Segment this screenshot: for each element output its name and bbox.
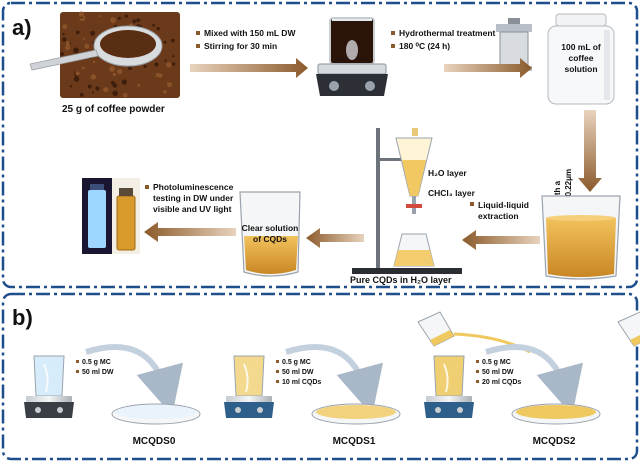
sample-line: 50 ml DW [82, 369, 114, 376]
stirrer-icon [224, 355, 274, 418]
filtered-solution-beaker-icon [541, 195, 621, 280]
sample-line: 50 ml DW [482, 369, 514, 376]
sample-name: MCQDS0 [133, 436, 176, 447]
photoluminescence-photo [82, 178, 140, 254]
flow-arrow-4 [462, 230, 540, 250]
bottle-line-1: 100 mL of [561, 42, 601, 52]
clear-solution-beaker-icon [239, 191, 301, 277]
sample-0: 0.5 g MC 50 ml DW MCQDS0 [24, 344, 201, 447]
panel-b-border [1, 292, 639, 461]
bottle-line-3: solution [564, 64, 597, 74]
clear-line-1: Clear solution [242, 223, 299, 233]
bottle-line-2: coffee [568, 53, 593, 63]
pl-test-text: Photoluminescence testing in DW under vi… [145, 182, 234, 214]
coffee-powder-label: 25 g of coffee powder [62, 104, 165, 115]
autoclave-icon [496, 18, 532, 71]
clear-line-2: of CQDs [253, 234, 287, 244]
pl-line-1: Photoluminescence [153, 182, 234, 192]
flow-arrow-5 [306, 228, 364, 248]
flow-arrow-1 [190, 58, 308, 78]
coffee-powder-image [29, 11, 180, 98]
extraction-line-2: extraction [478, 211, 519, 221]
pouring-beaker-icon [617, 311, 640, 347]
hydro-line-2: 180 ⁰C (24 h) [399, 41, 450, 51]
stirrer-icon [424, 355, 474, 418]
curved-arrow [485, 344, 583, 416]
sample-name: MCQDS2 [533, 436, 576, 447]
mix-line-2: Stirring for 30 min [204, 41, 277, 51]
sample-line: 20 ml CQDs [482, 379, 521, 386]
petri-dish-icon [111, 403, 201, 425]
mix-line-1: Mixed with 150 mL DW [204, 28, 296, 38]
extraction-line-1: Liquid-liquid [478, 200, 529, 210]
mix-step-text: Mixed with 150 mL DW Stirring for 30 min [196, 28, 296, 51]
curved-arrow [85, 344, 183, 416]
sample-name: MCQDS1 [333, 436, 376, 447]
h2o-layer-label: H₂O layer [428, 168, 467, 178]
hydrothermal-step-text: Hydrothermal treatment 180 ⁰C (24 h) [391, 28, 496, 51]
sample-line: 50 ml DW [282, 369, 314, 376]
samples-group: 0.5 g MC 50 ml DW MCQDS0 0.5 g MC 50 ml DW 10… [24, 311, 640, 447]
sample-line: 0.5 g MC [482, 359, 511, 366]
flow-arrow-3 [578, 110, 602, 192]
panel-a-tag: a) [12, 15, 32, 40]
separatory-funnel-icon [352, 128, 462, 274]
coffee-solution-bottle-icon [547, 13, 615, 105]
sample-line: 0.5 g MC [82, 359, 111, 366]
curved-arrow [285, 344, 383, 416]
pl-line-2: testing in DW under [153, 193, 234, 203]
pl-line-3: visible and UV light [153, 204, 232, 214]
flow-arrow-6 [144, 222, 236, 242]
sample-line: 10 ml CQDs [282, 379, 321, 386]
chcl3-layer-label: CHCl₃ layer [428, 188, 476, 198]
panel-b-tag: b) [12, 305, 33, 330]
petri-dish-icon [311, 403, 401, 425]
petri-dish-icon [511, 403, 601, 425]
hotplate-stirrer-icon [316, 17, 388, 96]
hydro-line-1: Hydrothermal treatment [399, 28, 496, 38]
stirrer-icon [24, 355, 74, 418]
pure-cqds-label: Pure CQDs in H₂O layer [350, 275, 452, 285]
flow-arrow-2 [444, 58, 532, 78]
sample-line: 0.5 g MC [282, 359, 311, 366]
